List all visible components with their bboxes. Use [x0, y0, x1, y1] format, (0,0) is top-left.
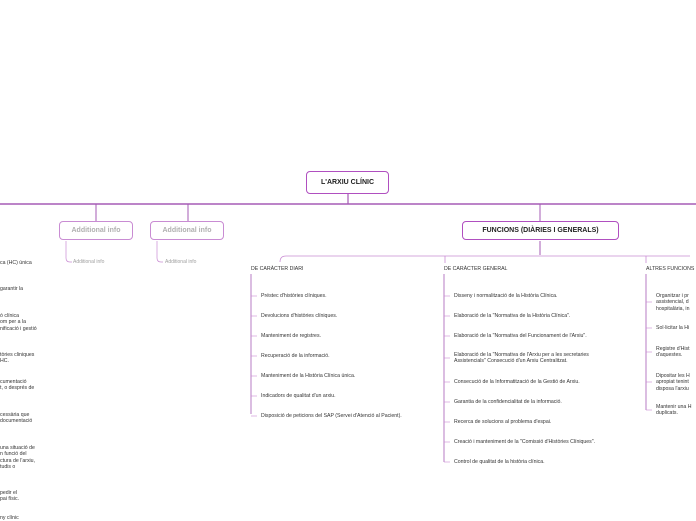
leaf-item[interactable]: Indicadors de qualitat d'un arxiu.	[261, 393, 336, 399]
branch-node-additional-info-2[interactable]: Additional info	[150, 221, 224, 240]
left-fragment-line: una situació de	[0, 445, 35, 451]
leaf-item[interactable]: Elaboració de la "Normativa del Funciona…	[454, 333, 587, 339]
left-fragment[interactable]: ca (HC) única	[0, 260, 32, 266]
leaf-line: apropiat tenint	[656, 379, 689, 386]
root-label: L'ARXIU CLÍNIC	[321, 179, 374, 186]
leaf-line: Organitzar i pr	[656, 293, 689, 299]
functions-node[interactable]: FUNCIONS (DIÀRIES I GENERALS)	[462, 221, 619, 240]
left-fragment-line: ó clínica	[0, 313, 20, 319]
left-fragment-line: ny clínic	[0, 515, 19, 521]
left-fragment-line: n funció del	[0, 451, 27, 458]
leaf-line: duplicats.	[656, 410, 678, 417]
branch-sub-additional-info-2: Additional info	[165, 259, 197, 265]
leaf-line: Elaboració de la "Normativa de l'Arxiu p…	[454, 352, 589, 358]
leaf-line: d'aquestes.	[656, 352, 683, 359]
leaf-line: Creació i manteniment de la "Comissió d'…	[454, 439, 596, 445]
leaf-item[interactable]: Elaboració de la "Normativa de la Històr…	[454, 313, 570, 319]
leaf-item[interactable]: Consecució de la Informatització de la G…	[454, 379, 580, 385]
leaf-line: Control de qualitat de la història clíni…	[454, 459, 545, 465]
leaf-line: Elaboració de la "Normativa de la Històr…	[454, 313, 571, 319]
left-fragment-line: pedir el	[0, 490, 18, 496]
left-fragment-line: tòries cliniques	[0, 352, 35, 358]
leaf-line: Disposició de peticions del SAP (Servei …	[261, 413, 402, 419]
left-fragment-line: t, o després de	[0, 385, 35, 392]
leaf-line: Consecució de la Informatització de la G…	[454, 379, 580, 385]
leaf-line: Garantia de la confidencialitat de la in…	[454, 399, 562, 405]
leaf-item[interactable]: Disposició de peticions del SAP (Servei …	[261, 413, 402, 419]
left-fragment-line: nificació i gestió	[0, 325, 37, 332]
left-fragment-line: ctura de l'arxiu,	[0, 457, 36, 464]
leaf-item[interactable]: Disseny i normalització de la Història C…	[454, 293, 558, 299]
root-node[interactable]: L'ARXIU CLÍNIC	[306, 171, 389, 194]
leaf-line: Recerca de solucions al problema d'espai…	[454, 419, 552, 425]
leaf-line: Assistencials" Consecució d'un Arxiu Cen…	[454, 358, 568, 365]
left-fragment-line: om per a la	[0, 319, 26, 326]
branch-sub-additional-info-1: Additional info	[73, 259, 105, 265]
branch-label: Additional info	[162, 227, 212, 234]
branch-node-additional-info-1[interactable]: Additional info	[59, 221, 133, 240]
leaf-line: Disseny i normalització de la Història C…	[454, 293, 558, 299]
leaf-line: Indicadors de qualitat d'un arxiu.	[261, 393, 336, 399]
leaf-item[interactable]: Control de qualitat de la història clíni…	[454, 459, 545, 465]
leaf-line: Recuperació de la informació.	[261, 353, 330, 359]
leaf-line: Registre d'Hist	[656, 346, 690, 352]
leaf-item[interactable]: Devolucions d'històries clíniques.	[261, 313, 337, 319]
branch-label: Additional info	[71, 227, 121, 234]
leaf-item[interactable]: Garantia de la confidencialitat de la in…	[454, 399, 562, 405]
leaf-line: Préstec d'històries clíniques.	[261, 293, 327, 299]
leaf-line: Manteniment de registres.	[261, 333, 321, 339]
left-fragment-line: pai físic.	[0, 496, 20, 503]
leaf-line: Sol·licitar la Hi	[656, 325, 690, 331]
leaf-item[interactable]: Manteniment de registres.	[261, 333, 321, 339]
leaf-line: Mantenir una H	[656, 404, 692, 410]
leaf-item[interactable]: Sol·licitar la Hi	[656, 325, 689, 331]
leaf-line: disposa l'arxiu	[656, 385, 689, 392]
functions-label: FUNCIONS (DIÀRIES I GENERALS)	[482, 227, 599, 234]
left-fragment-line: documentació	[0, 418, 33, 425]
leaf-line: hospitalària, in	[656, 305, 690, 312]
leaf-line: Devolucions d'històries clíniques.	[261, 313, 338, 319]
category-altres[interactable]: ALTRES FUNCIONS	[646, 266, 695, 272]
left-fragment-line: cessària que	[0, 412, 30, 418]
leaf-item[interactable]: Préstec d'històries clíniques.	[261, 293, 327, 299]
leaf-line: Manteniment de la Història Clínica única…	[261, 373, 356, 379]
leaf-item[interactable]: Creació i manteniment de la "Comissió d'…	[454, 439, 595, 445]
leaf-item[interactable]: Manteniment de la Història Clínica única…	[261, 373, 355, 379]
left-fragment-line: garantir la	[0, 286, 24, 292]
leaf-item[interactable]: Recuperació de la informació.	[261, 353, 330, 359]
left-fragment[interactable]: garantir la	[0, 286, 23, 292]
leaf-item[interactable]: Elaboració de la "Normativa de l'Arxiu p…	[454, 352, 589, 365]
leaf-item[interactable]: Recerca de solucions al problema d'espai…	[454, 419, 551, 425]
leaf-line: assistencial, d	[656, 299, 689, 306]
left-fragment-line: tudis o	[0, 464, 16, 471]
left-fragment-line: ca (HC) única	[0, 260, 32, 266]
leaf-line: Dipositar les H	[656, 373, 690, 379]
left-fragment[interactable]: ny clínic	[0, 515, 19, 521]
category-general[interactable]: DE CARÀCTER GENERAL	[444, 266, 508, 272]
left-fragment-line: cumentació	[0, 379, 27, 385]
left-fragment-line: HC.	[0, 358, 9, 365]
category-diari[interactable]: DE CARÀCTER DIARI	[251, 266, 304, 272]
leaf-line: Elaboració de la "Normativa del Funciona…	[454, 333, 587, 339]
